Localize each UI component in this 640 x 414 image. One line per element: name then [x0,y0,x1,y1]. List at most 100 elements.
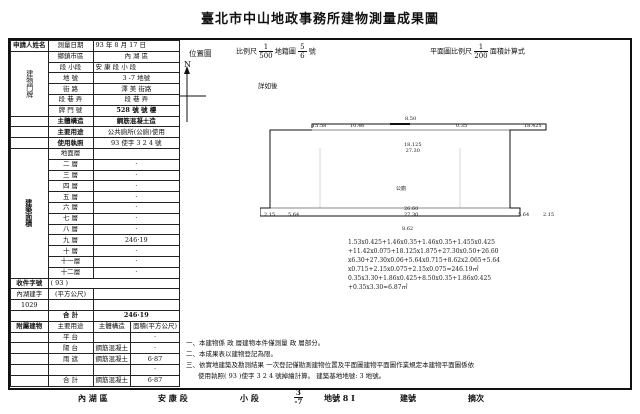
floor-value: · [92,245,181,257]
dim-side-2: 8.62 [402,226,414,232]
survey-date-label: 測量日期 [47,40,94,52]
use-label: 主要用途 [47,126,94,139]
floor-name: 十二層 [47,266,94,279]
dim-side-1: 5.64 [288,212,300,218]
dim-top-2: 8.50 [405,116,417,122]
use-value: 公共廁所(公廁)使用 [92,126,181,139]
annex-area: · [129,363,181,376]
calc-line: 0.35x3.30+1.86x0.425+8.50x0.35+1.86x0.42… [348,275,492,282]
document-frame [8,38,632,390]
annex-row: · [10,363,181,376]
floors-label: 建築面積 [10,147,49,279]
structure-value: 鋼筋混凝土造 [92,115,181,128]
dim-side-3: 5.64 [518,212,530,218]
north-arrow-icon [180,66,206,122]
lane-value: 段 巷 弄 [92,93,181,106]
section-label: 段 小段 [47,61,94,74]
footer-building: 建號 [400,393,416,403]
floor-name: 六 層 [47,201,94,214]
floor-row: 三 層· [11,169,181,182]
floor-value: · [92,191,181,203]
annex-use: 陽 台 [47,342,94,355]
floor-value: · [92,201,181,214]
floor-value: · [92,223,181,236]
floor-name: 十 層 [47,245,94,257]
receipt-label: 收件字號 [10,277,49,290]
annex-use: 平 台 [47,331,94,344]
calc-line: x0.715+2.15x0.075+2.15x0.075=246.19㎡ [348,266,479,273]
map-suffix: 號 [308,47,316,56]
receipt-year: ( 93 ) [47,277,181,290]
annex-area: · [129,342,181,355]
annex-use-label: 主要用途 [47,320,94,333]
plan-outline [260,123,547,217]
area-calc-label: 面積計算式 [489,47,525,56]
total-label: 合 計 [47,309,94,322]
footer-section: 安 康 段 [158,393,188,403]
detail-label: 詳如後 [258,82,278,90]
building-no-label: 建物門牌 [10,50,49,117]
survey-date-value: 93 年 8 月 17 日 [92,40,181,52]
license-label: 使用執照 [47,137,94,149]
footer-subsection: 小 段 [240,393,259,403]
annex-use: 合 計 [47,374,94,387]
receipt-district: 內湖建字 [10,288,49,301]
annex-area: · [129,331,181,344]
calc-line: 1.53x0.425+1.46x0.35+1.46x0.35+1.455x0.4… [348,239,495,246]
notes-block: 一、本建物係 政 層建物本件僅測量 政 層部分。 二、本成果表以建物登記為限。 … [186,338,474,382]
dim-side-4: 2.15 [543,212,555,218]
floor-name: 十一層 [47,255,94,268]
annex-area: 6·87 [129,353,181,365]
floor-name: 八 層 [47,223,94,236]
dim-top-4: 18.425 [524,123,542,129]
scale-label: 比例尺 [236,47,257,56]
annex-struct: 鋼筋混凝土 [92,342,131,355]
annex-struct: 鋼筋混凝土 [92,353,131,365]
annex-row: 平 台 · [10,331,181,344]
floor-value: · [92,255,181,268]
applicant-cell: 申請人姓名 [10,40,49,52]
floor-row: 七 層· [11,212,181,225]
floor-plan [260,123,547,217]
floor-name: 五 層 [47,191,94,203]
note-3: 三、依實地建築及勘測結果 一次登記僅勘測建物位置及平面圖建物平面圖作業規定本建物… [186,361,475,369]
number-value: 528 號 號 樓 [92,104,181,117]
floor-value: 246·19 [92,234,181,247]
annex-struct-label: 主體構造 [92,320,131,333]
dim-top-1: 10.46 [350,123,365,129]
floor-name: 七 層 [47,212,94,225]
floor-value [92,147,181,160]
footer-district: 內 湖 區 [78,393,108,403]
lane-label: 段 巷 弄 [47,93,94,106]
footer-lot-fraction: 3-7 [294,388,303,406]
calc-line: +0.35x3.30=6.87㎡ [348,284,408,291]
annex-area: 6·87 [129,374,181,387]
floor-name: 九 層 [47,234,94,247]
floor-row: 八 層· [11,223,181,236]
street-value: 澤 美 街路 [92,83,181,95]
lot-value: 3 -7 地號 [92,72,181,85]
annex-struct [92,363,131,376]
annex-row: 陽 台鋼筋混凝土· [10,342,181,355]
floor-row: 五 層· [11,191,181,203]
floor-value: · [92,169,181,182]
lot-label: 地 號 [47,72,94,85]
footer-sheet: 摘次 [468,393,484,403]
floor-value: · [92,180,181,193]
floor-name: 地面層 [47,147,94,160]
note-2: 二、本成果表以建物登記為限。 [186,350,277,358]
district-value: 內 湖 區 [92,50,181,63]
floor-row: 四 層· [11,180,181,193]
floor-value: · [92,158,181,171]
plan-label: 平面圖比例尺 [430,47,472,56]
sq-label: (平方公尺) [47,288,94,301]
total-value: 246·19 [92,309,181,322]
note-1: 一、本建物係 政 層建物本件僅測量 政 層部分。 [186,339,325,347]
annex-struct [92,331,131,344]
floor-name: 三 層 [47,169,94,182]
room-label: 公廁 [396,186,407,192]
